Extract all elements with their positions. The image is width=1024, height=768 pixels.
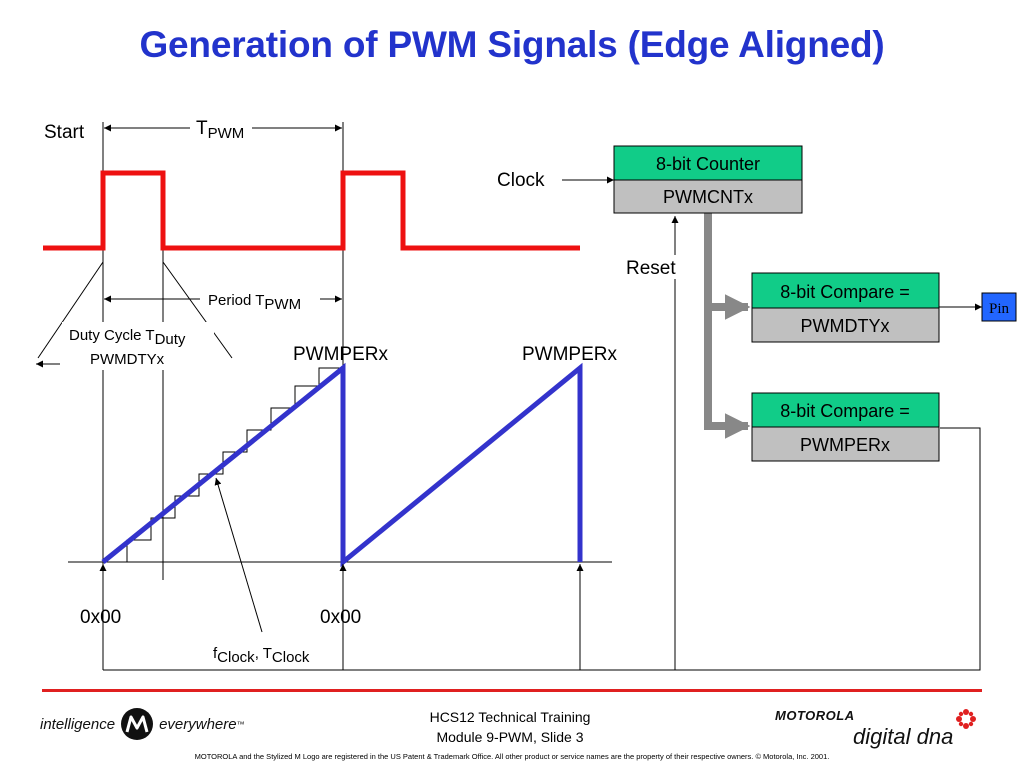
clock-label: Clock <box>497 170 545 191</box>
footer-course-info: HCS12 Technical Training Module 9-PWM, S… <box>360 707 660 747</box>
period-label: Period TPWM <box>208 292 301 313</box>
counter-bus-to-compare1 <box>704 213 751 320</box>
brand-digital-dna-text: digital dna <box>853 724 954 749</box>
footer-legal-text: MOTOROLA and the Stylized M Logo are reg… <box>194 752 830 761</box>
pin-box: Pin <box>981 292 1017 322</box>
brand-motorola-text: MOTOROLA <box>775 708 855 723</box>
compare-duty-title: 8-bit Compare = <box>780 282 910 302</box>
reset-label-bg <box>624 255 686 279</box>
pwm-diagram: Start TPWM Period TPWM Duty Cycle TDuty … <box>36 118 1017 671</box>
fclock-pointer <box>214 477 263 633</box>
pin-label: Pin <box>989 301 1010 317</box>
compare-duty-register: PWMDTYx <box>801 316 890 336</box>
counter-bus-to-compare2 <box>704 300 751 439</box>
pwmper-left-label: PWMPERx <box>293 344 389 365</box>
reset-label: Reset <box>626 258 676 279</box>
fclock-label: fClock, TClock <box>213 645 310 666</box>
slide-title: Generation of PWM Signals (Edge Aligned) <box>139 24 885 65</box>
pwmper-right-label: PWMPERx <box>522 344 618 365</box>
duty-callout-right <box>162 261 233 359</box>
counter-block: 8-bit Counter PWMCNTx <box>613 145 803 214</box>
zero-right-label: 0x00 <box>320 607 361 628</box>
brand-left-tm: ™ <box>236 719 245 729</box>
digital-dna-flower-icon <box>955 708 977 735</box>
zero-left-label: 0x00 <box>80 607 121 628</box>
footer-course: HCS12 Technical Training <box>429 709 591 725</box>
pwm-output-waveform <box>43 170 580 251</box>
duty-register-label: PWMDTYx <box>90 351 165 368</box>
start-label: Start <box>44 122 85 143</box>
compare-period-title: 8-bit Compare = <box>780 401 910 421</box>
counter-block-register: PWMCNTx <box>663 187 753 207</box>
brand-left-text-2: everywhere <box>159 715 237 733</box>
compare-period-block: 8-bit Compare = PWMPERx <box>751 392 940 462</box>
counter-block-title: 8-bit Counter <box>656 154 760 174</box>
footer-module: Module 9-PWM, Slide 3 <box>436 729 584 745</box>
duty-label-bg <box>62 322 214 370</box>
compare-period-register: PWMPERx <box>800 435 890 455</box>
brand-motorola-digital-dna: MOTOROLA digital dna <box>775 706 985 756</box>
compare-duty-block: 8-bit Compare = PWMDTYx <box>751 272 940 343</box>
motorola-m-logo-icon <box>121 708 154 740</box>
duty-callout-left <box>37 261 104 359</box>
brand-left-text-1: intelligence <box>40 715 116 733</box>
reset-feedback-line <box>103 427 981 671</box>
tpwm-label: TPWM <box>196 118 244 142</box>
footer-rule <box>42 689 982 692</box>
counter-sawtooth <box>101 362 583 568</box>
duty-cycle-label: Duty Cycle TDuty <box>69 327 186 348</box>
